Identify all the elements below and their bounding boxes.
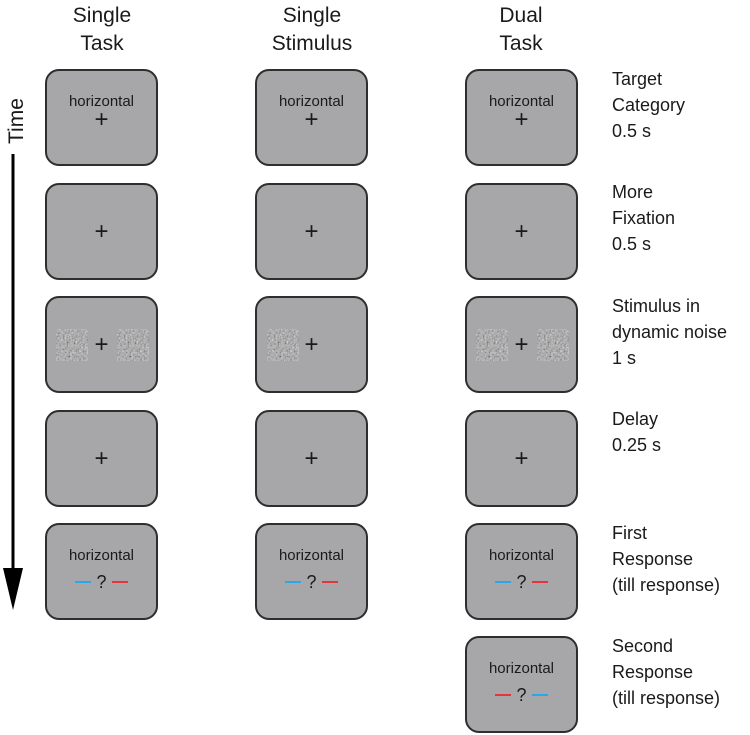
noise-patch-left [56,329,88,361]
red-response-bar [321,581,338,584]
noise-patch-left [267,329,299,361]
cue-word: horizontal [68,93,135,110]
column-header-dual-task: Dual Task [499,4,543,55]
single-task-target-category-panel: horizontal + [45,69,158,166]
response-prompt: ? [257,570,366,592]
response-prompt: ? [467,570,576,592]
single-stimulus-stimulus-panel: + [255,296,368,393]
cue-word: horizontal [488,660,555,677]
response-prompt: ? [467,683,576,705]
row-label-more-fixation: More Fixation 0.5 s [612,182,676,254]
row-label-stimulus: Stimulus in dynamic noise 1 s [612,296,728,368]
noise-patch-right [537,329,569,361]
fixation-cross: + [94,106,109,133]
dual-task-delay-panel: + [465,410,578,507]
single-task-first-response-panel: horizontal ? [45,523,158,620]
fixation-cross: + [94,218,109,245]
fixation-cross: + [304,218,319,245]
fixation-cross: + [304,445,319,472]
fixation-cross: + [304,331,319,358]
single-stimulus-first-response-panel: horizontal ? [255,523,368,620]
question-mark: ? [96,572,107,593]
blue-response-bar [285,581,302,584]
cue-word: horizontal [488,93,555,110]
column-header-single-task: Single Task [72,4,132,55]
cue-word: horizontal [488,547,555,564]
cue-word: horizontal [68,547,135,564]
row-label-second-response: Second Response (till response) [612,636,721,708]
question-mark: ? [516,572,527,593]
cue-word: horizontal [278,547,345,564]
noise-patch-right [117,329,149,361]
row-label-target-category: Target Category 0.5 s [612,69,686,141]
red-response-bar [111,581,128,584]
red-response-bar [495,694,512,697]
single-stimulus-target-category-panel: horizontal + [255,69,368,166]
time-arrow [3,154,23,610]
row-label-delay: Delay 0.25 s [612,409,662,455]
dual-task-stimulus-panel: + [465,296,578,393]
single-task-delay-panel: + [45,410,158,507]
single-task-fixation-panel: + [45,183,158,280]
dual-task-fixation-panel: + [465,183,578,280]
blue-response-bar [531,694,548,697]
fixation-cross: + [514,331,529,358]
dual-task-second-response-panel: horizontal ? [465,636,578,733]
blue-response-bar [75,581,92,584]
dual-task-first-response-panel: horizontal ? [465,523,578,620]
fixation-cross: + [514,445,529,472]
fixation-cross: + [514,106,529,133]
red-response-bar [531,581,548,584]
fixation-cross: + [94,331,109,358]
blue-response-bar [495,581,512,584]
single-task-stimulus-panel: + [45,296,158,393]
question-mark: ? [516,685,527,706]
single-stimulus-fixation-panel: + [255,183,368,280]
noise-patch-left [476,329,508,361]
time-arrow-head [3,568,23,610]
response-prompt: ? [47,570,156,592]
fixation-cross: + [94,445,109,472]
dual-task-target-category-panel: horizontal + [465,69,578,166]
question-mark: ? [306,572,317,593]
fixation-cross: + [304,106,319,133]
row-label-first-response: First Response (till response) [612,523,721,595]
column-header-single-stimulus: Single Stimulus [271,4,353,55]
single-stimulus-delay-panel: + [255,410,368,507]
cue-word: horizontal [278,93,345,110]
fixation-cross: + [514,218,529,245]
